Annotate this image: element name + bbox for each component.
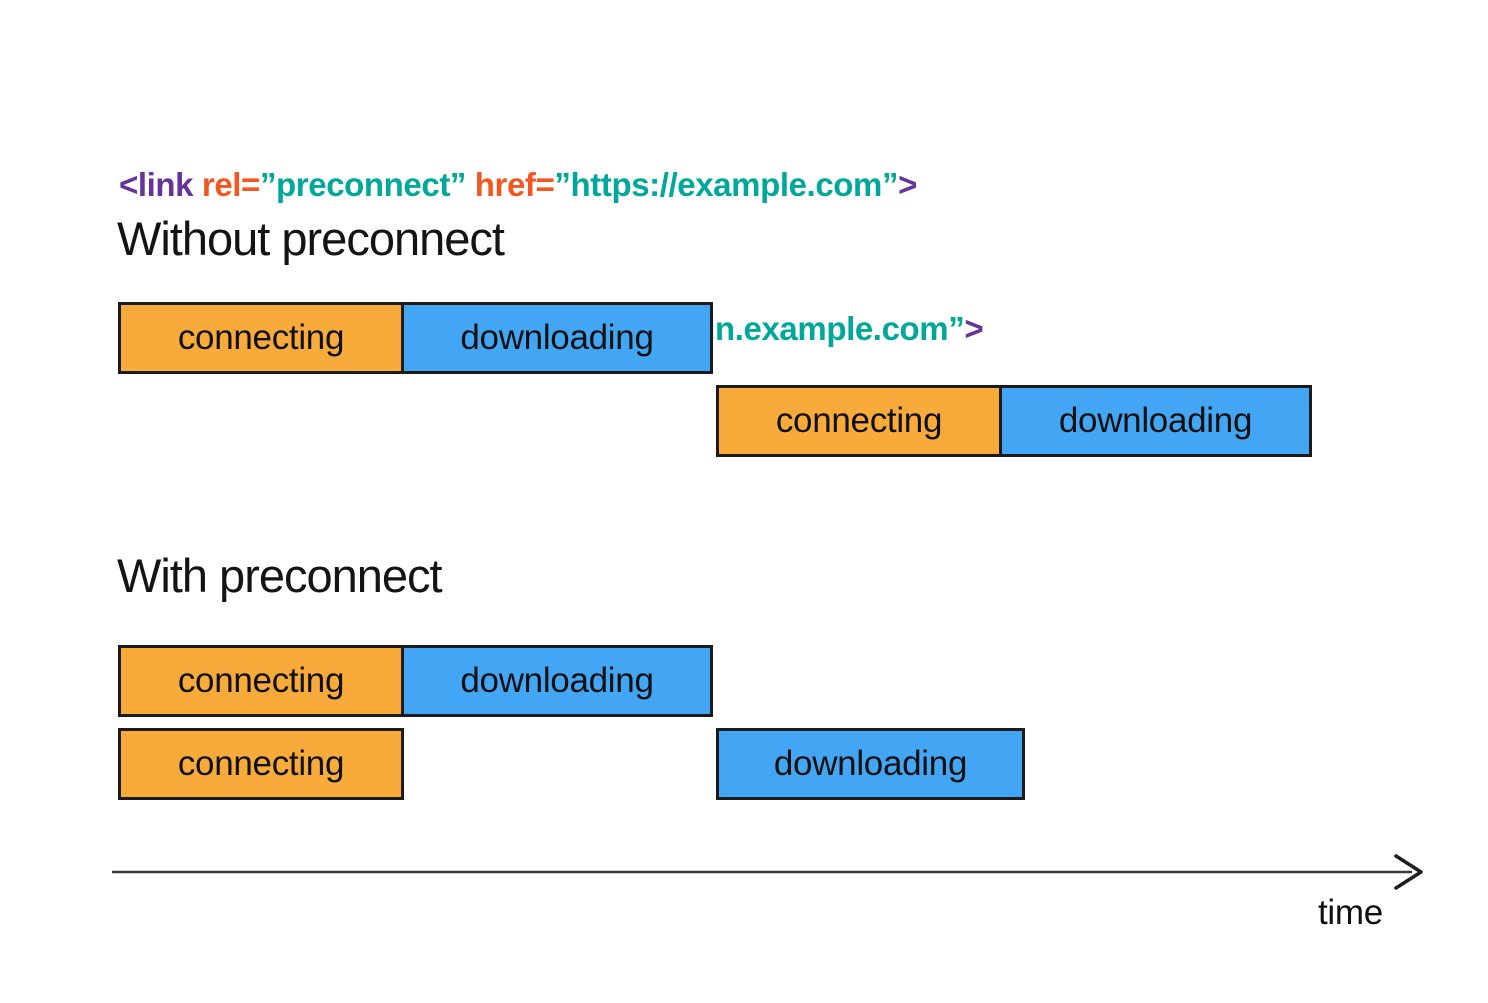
bar-downloading: downloading	[716, 728, 1025, 800]
section-title-with-preconnect: With preconnect	[117, 549, 443, 602]
bar-downloading: downloading	[401, 645, 713, 717]
section-title-without-preconnect: Without preconnect	[117, 212, 505, 265]
bar-downloading: downloading	[401, 302, 713, 374]
bar-downloading: downloading	[999, 385, 1312, 457]
bar-connecting: connecting	[118, 728, 404, 800]
timeline-row-request2-without: connecting downloading	[716, 385, 1312, 457]
time-axis-label: time	[1318, 893, 1383, 932]
time-axis-arrow	[112, 854, 1423, 890]
timeline-row-request1-without: connecting downloading	[118, 302, 713, 374]
bar-connecting: connecting	[118, 645, 404, 717]
timeline-row-request1-with: connecting downloading	[118, 645, 713, 717]
bar-connecting: connecting	[716, 385, 1002, 457]
code-line-preconnect-example: <link rel=”preconnect” href=”https://exa…	[119, 166, 917, 203]
bar-connecting: connecting	[118, 302, 404, 374]
